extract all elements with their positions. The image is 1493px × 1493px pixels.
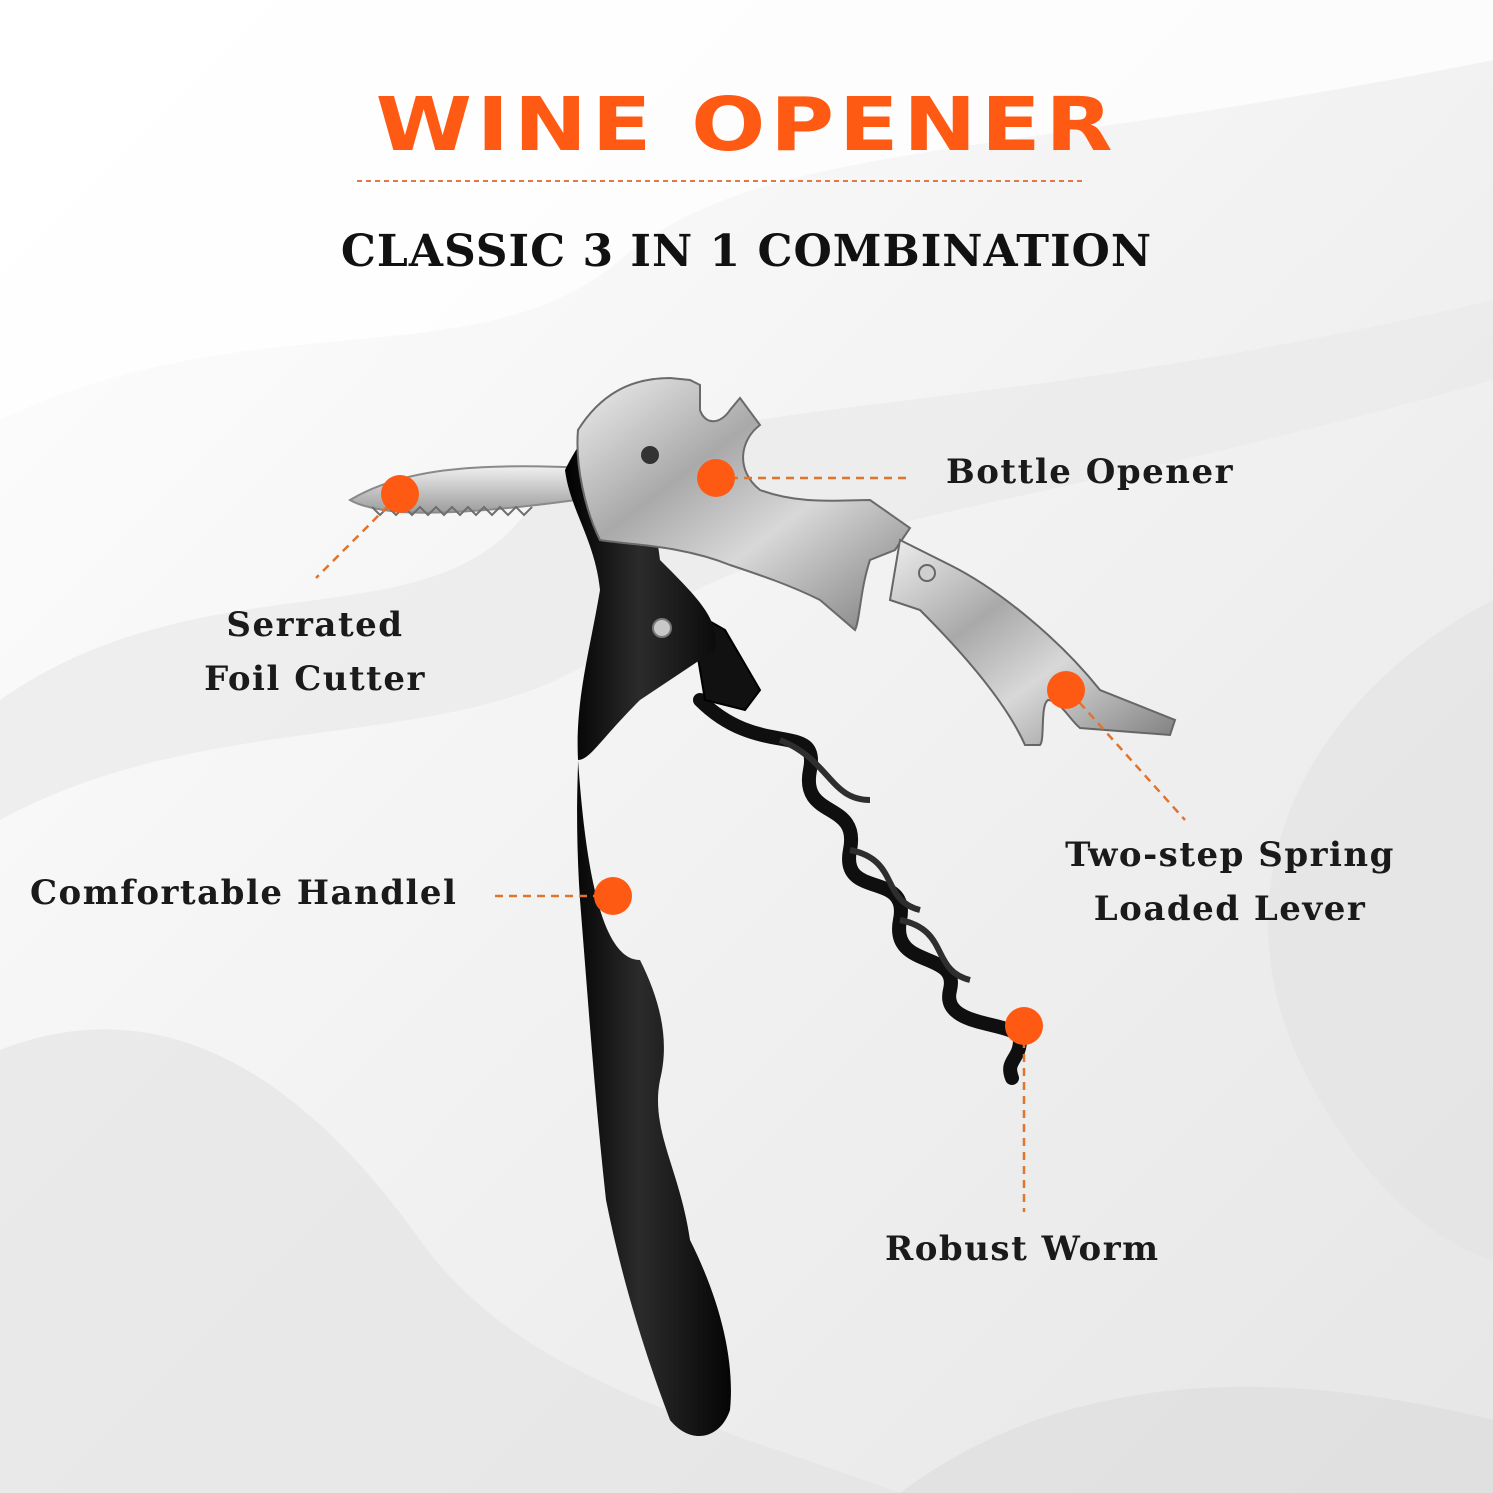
bottle-opener-hole [641, 446, 659, 464]
worm-spiral-inner [778, 737, 971, 983]
lever-dot [1047, 671, 1085, 709]
handle-body [565, 410, 731, 1437]
page-title: WINE OPENER [375, 82, 1118, 168]
worm-text: Robust Worm [885, 1229, 1160, 1269]
handle-text: Comfortable Handlel [30, 873, 458, 913]
foil-cutter-leader [315, 495, 399, 579]
worm-dot [1005, 1007, 1043, 1045]
foil-cutter-label: Serrated Foil Cutter [180, 598, 450, 706]
handle-rivet [652, 618, 672, 638]
foil-cutter-text-line1: Serrated [226, 605, 404, 645]
bottle-opener-text: Bottle Opener [946, 452, 1234, 492]
steel-head [576, 376, 912, 632]
foil-cutter-text-line2: Foil Cutter [204, 659, 426, 699]
bottle-opener-label: Bottle Opener [946, 445, 1234, 499]
lever-rivet [918, 564, 936, 582]
worm-spiral [693, 693, 1028, 1085]
handle-label: Comfortable Handlel [30, 866, 457, 920]
lever-text-line2: Loaded Lever [1093, 889, 1367, 929]
lever-leader [1069, 691, 1186, 821]
spring-lever [888, 538, 1177, 746]
page-subtitle: CLASSIC 3 IN 1 COMBINATION [340, 226, 1153, 277]
worm-label: Robust Worm [885, 1222, 1160, 1276]
lever-label: Two-step Spring Loaded Lever [1035, 828, 1425, 936]
handle-dot [594, 877, 632, 915]
foil-cutter-dot [381, 475, 419, 513]
bottle-opener-dot [697, 459, 735, 497]
lever-text-line1: Two-step Spring [1065, 835, 1395, 875]
